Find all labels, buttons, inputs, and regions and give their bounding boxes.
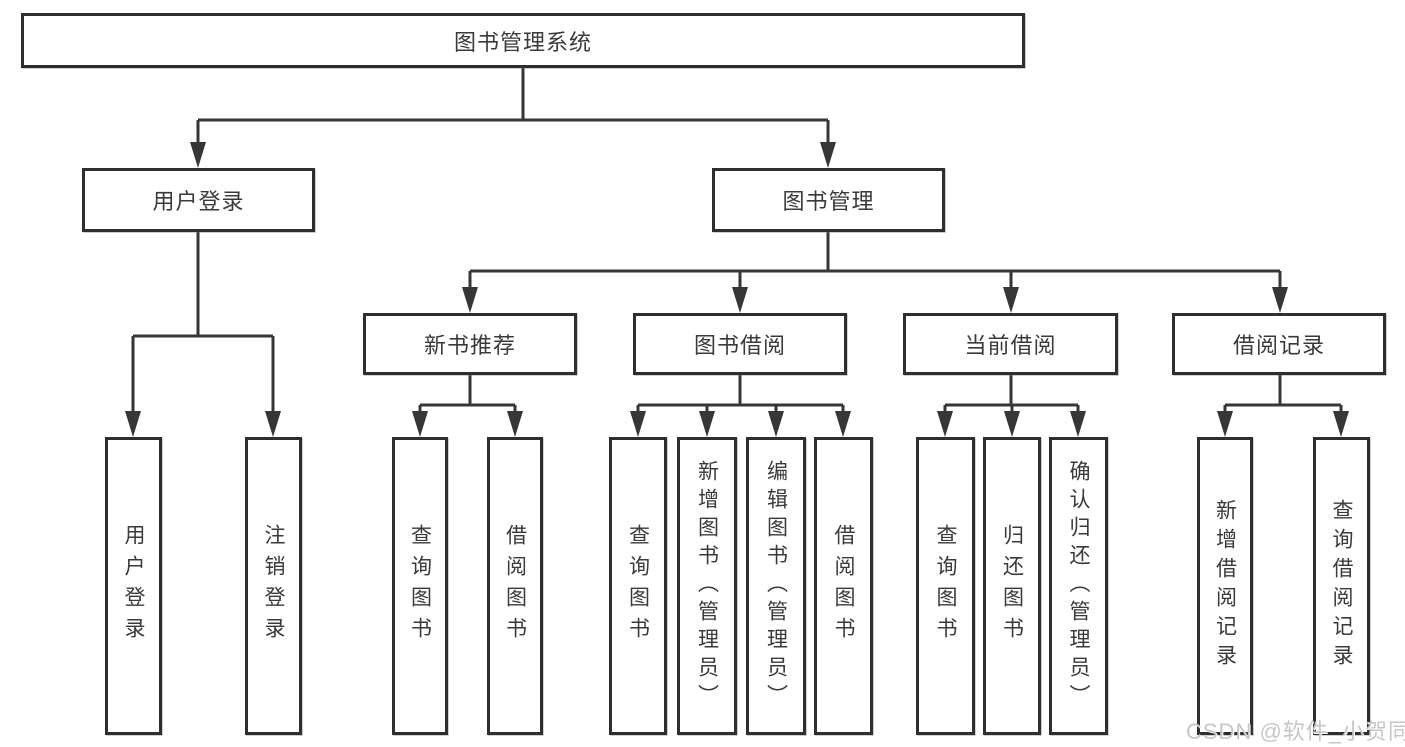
- leaf-logout: 注销登录: [245, 437, 302, 735]
- arrowhead-icon: [1217, 411, 1233, 437]
- node-label: 查询图书: [626, 524, 650, 648]
- arrowhead-icon: [1004, 411, 1020, 437]
- leaf-edit-books-admin: 编辑图书（管理员）: [746, 437, 806, 735]
- arrowhead-icon: [190, 142, 206, 168]
- arrowhead-icon: [699, 411, 715, 437]
- node-label: 新增借阅记录: [1213, 499, 1237, 673]
- arrowhead-icon: [1272, 287, 1288, 313]
- leaf-query-borrow-record: 查询借阅记录: [1313, 437, 1370, 735]
- leaf-borrow-books-recommend: 借阅图书: [487, 437, 543, 735]
- arrowhead-icon: [412, 411, 428, 437]
- leaf-borrow-books: 借阅图书: [814, 437, 873, 735]
- leaf-confirm-return-admin: 确认归还（管理员）: [1049, 437, 1108, 735]
- node-label: 用户登录: [152, 189, 245, 214]
- node-label: 编辑图书（管理员）: [764, 460, 788, 712]
- connector-book-management-to-level3: [462, 232, 1288, 313]
- leaf-query-books-current: 查询图书: [916, 437, 975, 735]
- connector-root-to-level2: [190, 68, 836, 168]
- arrowhead-icon: [1333, 411, 1349, 437]
- connector-current-borrow-to-leaves: [937, 375, 1086, 437]
- node-label: 图书借阅: [693, 333, 786, 358]
- leaf-add-books-admin: 新增图书（管理员）: [677, 437, 737, 735]
- node-new-book-recommend: 新书推荐: [363, 313, 577, 375]
- arrowhead-icon: [937, 411, 953, 437]
- node-label: 当前借阅: [964, 333, 1057, 358]
- csdn-watermark: CSDN @软件_小贺同学: [1186, 719, 1405, 744]
- arrowhead-icon: [462, 287, 478, 313]
- arrowhead-icon: [265, 411, 281, 437]
- arrowhead-icon: [820, 142, 836, 168]
- node-library-management-system: 图书管理系统: [21, 13, 1025, 68]
- leaf-query-books-borrow: 查询图书: [609, 437, 667, 735]
- arrowhead-icon: [125, 411, 141, 437]
- arrowhead-icon: [768, 411, 784, 437]
- node-label: 归还图书: [1000, 524, 1024, 648]
- arrowhead-icon: [507, 411, 523, 437]
- node-current-borrow: 当前借阅: [903, 313, 1118, 375]
- arrowhead-icon: [835, 411, 851, 437]
- node-label: 借阅图书: [503, 524, 527, 648]
- arrowhead-icon: [1003, 287, 1019, 313]
- node-label: 图书管理: [782, 189, 875, 214]
- node-label: 查询借阅记录: [1330, 499, 1353, 673]
- connector-user-login-to-leaves: [125, 232, 281, 437]
- leaf-return-books: 归还图书: [983, 437, 1041, 735]
- node-borrow-record: 借阅记录: [1172, 313, 1386, 375]
- node-label: 新书推荐: [423, 333, 516, 358]
- node-label: 借阅图书: [832, 524, 855, 648]
- arrowhead-icon: [732, 287, 748, 313]
- leaf-user-login: 用户登录: [105, 437, 162, 735]
- connector-new-book-to-leaves: [412, 375, 523, 437]
- node-label: 图书管理系统: [453, 29, 592, 55]
- node-label: 新增图书（管理员）: [695, 460, 719, 712]
- node-user-login-branch: 用户登录: [82, 168, 315, 232]
- connector-borrow-record-to-leaves: [1217, 375, 1349, 437]
- leaf-add-borrow-record: 新增借阅记录: [1197, 437, 1253, 735]
- leaf-query-books-recommend: 查询图书: [392, 437, 448, 735]
- node-book-borrow: 图书借阅: [633, 313, 847, 375]
- node-label: 确认归还（管理员）: [1067, 460, 1090, 712]
- arrowhead-icon: [630, 411, 646, 437]
- arrowhead-icon: [1070, 411, 1086, 437]
- connector-book-borrow-to-leaves: [630, 375, 851, 437]
- node-label: 注销登录: [262, 524, 285, 648]
- node-label: 用户登录: [122, 524, 145, 648]
- node-label: 借阅记录: [1232, 333, 1325, 358]
- node-label: 查询图书: [934, 524, 957, 648]
- node-book-management: 图书管理: [712, 168, 945, 232]
- node-label: 查询图书: [408, 524, 432, 648]
